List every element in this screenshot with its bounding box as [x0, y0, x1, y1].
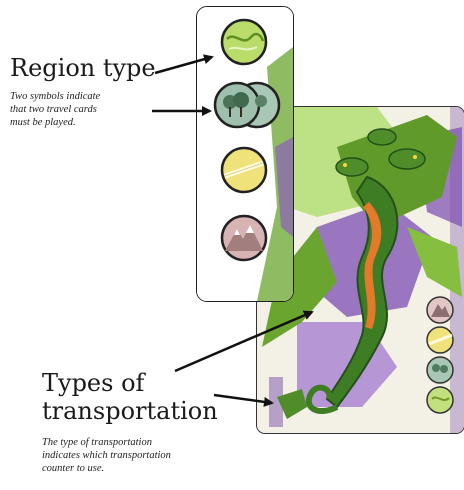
region-strip-card [196, 6, 294, 302]
desert-symbol-icon [427, 327, 453, 353]
transportation-title-line: transportation [42, 397, 218, 425]
transportation-note: The type of transportation indicates whi… [42, 436, 171, 475]
region-note-line: Two symbols indicate [10, 90, 100, 103]
transportation-title: Types of transportation [42, 369, 218, 425]
transport-note-line: counter to use. [42, 462, 171, 475]
plains-symbol-icon [427, 387, 453, 413]
region-type-title: Region type [10, 54, 156, 82]
transport-note-line: The type of transportation [42, 436, 171, 449]
transport-note-line: indicates which transportation [42, 449, 171, 462]
forest-symbol-icon [427, 357, 453, 383]
mountain-symbol-icon [219, 213, 269, 263]
region-note-line: that two travel cards [10, 103, 100, 116]
region-note-line: must be played. [10, 116, 100, 129]
plains-symbol-icon [219, 17, 269, 67]
forest-symbol-icon [209, 79, 285, 131]
desert-symbol-icon [219, 145, 269, 195]
region-type-note: Two symbols indicate that two travel car… [10, 90, 100, 129]
mountain-symbol-icon [427, 297, 453, 323]
transportation-title-line: Types of [42, 369, 218, 397]
